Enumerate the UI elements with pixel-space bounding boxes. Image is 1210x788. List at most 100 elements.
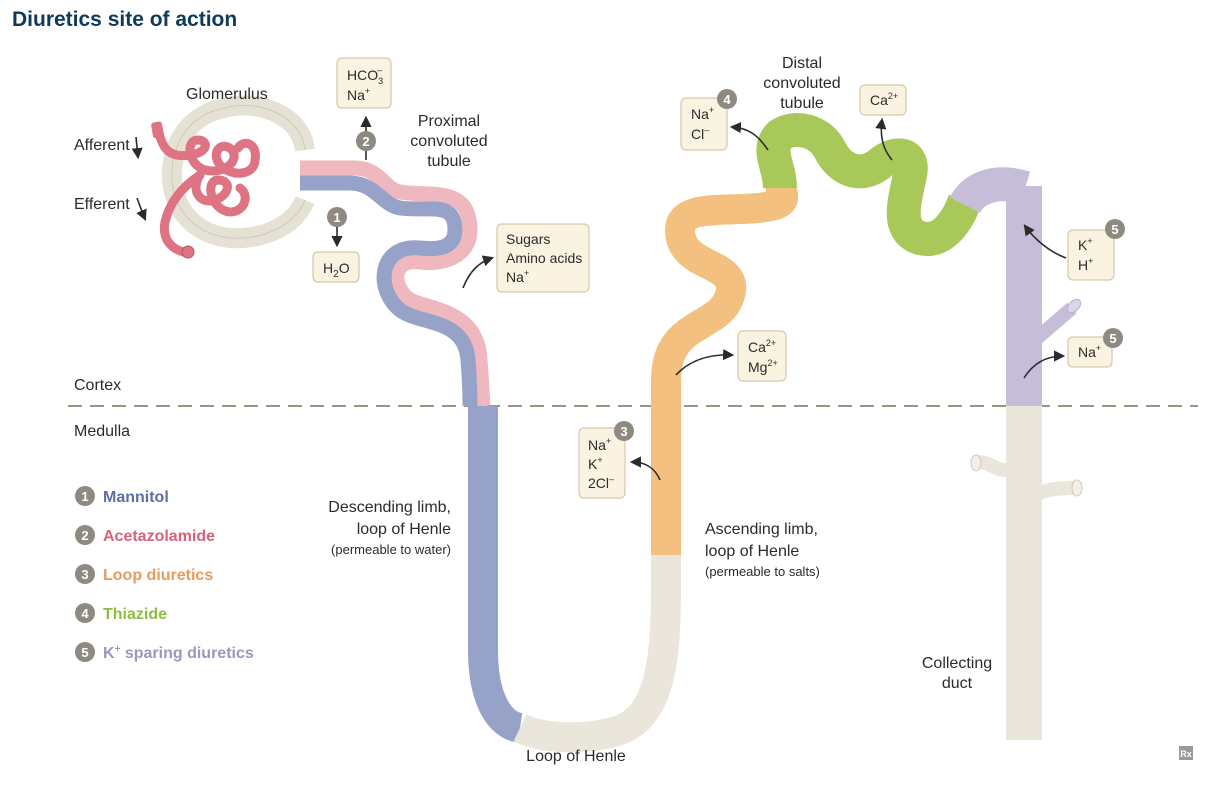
svg-text:H+: H+ [1078, 256, 1093, 273]
svg-text:Na+: Na+ [506, 268, 529, 285]
dct-label: Distal convoluted tubule [763, 55, 840, 112]
descending-limb-label: Descending limb, loop of Henle (permeabl… [328, 499, 451, 557]
svg-text:Distal: Distal [782, 55, 822, 72]
loop-of-henle-bottom [513, 555, 681, 753]
distal-convoluted-tubule [756, 113, 982, 256]
glomerulus-label: Glomerulus [186, 86, 268, 103]
legend-item-k-sparing: 5 K+ sparing diuretics [75, 642, 254, 662]
svg-text:(permeable to salts): (permeable to salts) [705, 564, 820, 579]
camg-box: Ca2+ Mg2+ [737, 330, 787, 382]
svg-text:K+: K+ [588, 455, 603, 472]
legend-item-mannitol: 1 Mannitol [75, 486, 169, 506]
svg-text:1: 1 [333, 210, 340, 225]
site-marker-1: 1 [327, 207, 347, 227]
loop-ions-box: Na+ K+ 2Cl– [578, 427, 626, 499]
pct-label: Proximal convoluted tubule [410, 113, 487, 170]
glomerulus-group [151, 95, 315, 259]
svg-text:K+ sparing diuretics: K+ sparing diuretics [103, 644, 254, 662]
cortical-branch-end [1066, 298, 1082, 314]
cd-kh-box: K+ H+ [1067, 229, 1115, 281]
rx-logo: Rx [1179, 746, 1193, 760]
svg-text:2: 2 [362, 134, 369, 149]
afferent-arteriole-end [151, 121, 164, 139]
water-box: H2O [312, 251, 360, 283]
medulla-label: Medulla [74, 423, 130, 440]
svg-text:3: 3 [620, 424, 627, 439]
efferent-label: Efferent [74, 196, 130, 213]
collecting-duct-label: Collecting duct [922, 655, 992, 692]
svg-text:tubule: tubule [427, 153, 471, 170]
svg-text:Sugars: Sugars [506, 231, 550, 247]
legend-item-thiazide: 4 Thiazide [75, 603, 167, 623]
medullary-branch-left-end [970, 454, 982, 472]
svg-text:Proximal: Proximal [418, 113, 480, 130]
svg-text:4: 4 [81, 606, 89, 621]
cortex-label: Cortex [74, 377, 121, 394]
site-marker-5a: 5 [1105, 219, 1125, 239]
svg-text:Thiazide: Thiazide [103, 606, 167, 623]
svg-text:convoluted: convoluted [410, 133, 487, 150]
legend: 1 Mannitol 2 Acetazolamide 3 Loop diuret… [75, 486, 254, 662]
svg-text:Na+: Na+ [1078, 343, 1101, 360]
site-marker-5b: 5 [1103, 328, 1123, 348]
svg-text:Collecting: Collecting [922, 655, 992, 672]
svg-text:Descending limb,: Descending limb, [328, 499, 451, 516]
svg-text:5: 5 [1109, 331, 1116, 346]
efferent-arrow [136, 197, 147, 222]
ascending-taper [653, 553, 680, 580]
svg-text:Ca2+: Ca2+ [870, 91, 898, 108]
svg-text:Na+: Na+ [588, 436, 611, 453]
svg-text:loop of Henle: loop of Henle [357, 521, 451, 538]
svg-text:4: 4 [723, 92, 731, 107]
glomerulus-capillaries [153, 123, 260, 258]
sugars-box: Sugars Amino acids Na+ [496, 223, 590, 293]
cd-na-box: Na+ [1067, 336, 1113, 368]
dct-ca-box: Ca2+ [859, 84, 907, 116]
svg-text:(permeable to water): (permeable to water) [331, 542, 451, 557]
bowman-capsule-outline [171, 104, 306, 239]
svg-text:Loop diuretics: Loop diuretics [103, 567, 213, 584]
descending-limb [468, 406, 524, 743]
afferent-arrow [131, 136, 143, 160]
ascending-limb-label: Ascending limb, loop of Henle (permeable… [705, 521, 820, 579]
svg-text:Na+: Na+ [691, 105, 714, 122]
afferent-label: Afferent [74, 137, 130, 154]
svg-text:Mg2+: Mg2+ [748, 358, 778, 375]
site-marker-2: 2 [356, 131, 376, 151]
svg-text:1: 1 [81, 489, 88, 504]
svg-text:Rx: Rx [1180, 749, 1192, 759]
dct-nacl-box: Na+ Cl– [680, 97, 728, 151]
svg-text:loop of Henle: loop of Henle [705, 543, 799, 560]
svg-text:HCO3–: HCO3– [347, 65, 383, 86]
site-marker-4: 4 [717, 89, 737, 109]
svg-text:2: 2 [81, 528, 88, 543]
loop-ions-arrow [629, 456, 661, 481]
loop-of-henle-label: Loop of Henle [526, 748, 626, 765]
bicarb-box: HCO3– Na+ [336, 57, 392, 109]
svg-text:convoluted: convoluted [763, 75, 840, 92]
medullary-branch-right-end [1071, 479, 1083, 497]
pct-acetazolamide-segment [300, 160, 491, 407]
svg-text:5: 5 [1111, 222, 1118, 237]
svg-text:Cl–: Cl– [691, 125, 709, 142]
svg-text:H2O: H2O [323, 260, 350, 280]
efferent-arteriole-end [181, 245, 195, 259]
svg-text:K+: K+ [1078, 236, 1093, 253]
svg-text:3: 3 [81, 567, 88, 582]
svg-text:Ca2+: Ca2+ [748, 338, 776, 355]
page-title: Diuretics site of action [12, 8, 237, 31]
dct-ca-arrow [875, 117, 893, 161]
svg-text:5: 5 [81, 645, 88, 660]
thick-ascending-limb [651, 181, 799, 555]
svg-text:tubule: tubule [780, 95, 824, 112]
sugars-arrow [462, 255, 495, 289]
medullary-branch-left [977, 455, 1024, 477]
pct-mannitol-segment [300, 175, 478, 407]
svg-text:duct: duct [942, 675, 973, 692]
svg-text:Ascending limb,: Ascending limb, [705, 521, 818, 538]
cortical-branch [1030, 302, 1077, 346]
site-marker-3: 3 [614, 421, 634, 441]
svg-text:Na+: Na+ [347, 86, 370, 103]
svg-text:Acetazolamide: Acetazolamide [103, 528, 215, 545]
